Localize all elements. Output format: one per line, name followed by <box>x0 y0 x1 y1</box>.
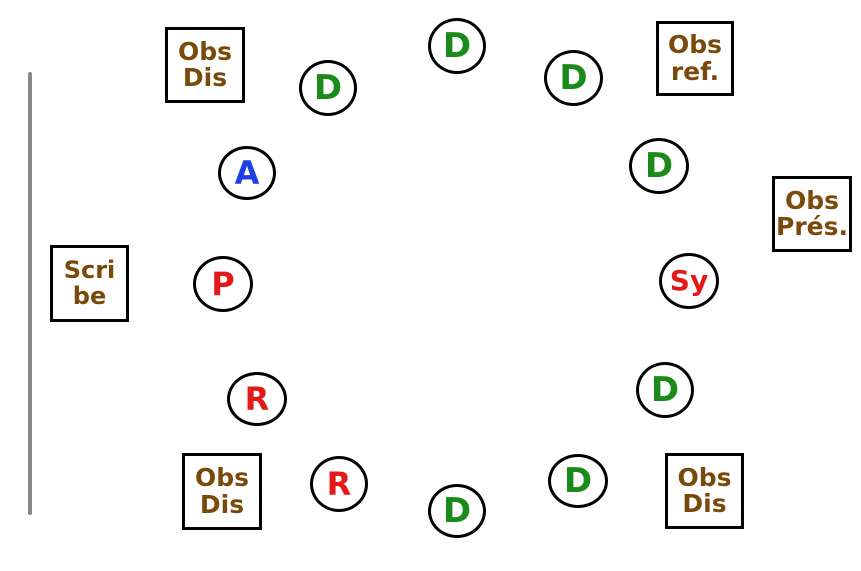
participant-label: P <box>211 265 235 303</box>
participant-r-bottom: R <box>310 456 368 512</box>
participant-label: D <box>563 461 593 501</box>
observer-line-2: Dis <box>682 489 727 518</box>
participant-d-right-2: D <box>636 362 694 418</box>
participant-a: A <box>218 146 276 200</box>
observer-line-1: Obs <box>177 36 233 66</box>
observer-line-1: Obs <box>784 185 840 215</box>
participant-label: R <box>326 465 352 503</box>
observer-box-obs-ref: Obs ref. <box>656 21 734 96</box>
participant-d-top: D <box>428 18 486 74</box>
participant-label: R <box>244 380 270 418</box>
observer-line-2: Dis <box>182 63 228 92</box>
participant-d-upper-right: D <box>544 50 603 106</box>
observer-line-1: Obs <box>667 30 723 60</box>
observer-box-obs-dis-top-left: Obs Dis <box>165 27 245 103</box>
participant-label: Sy <box>669 264 709 297</box>
participant-label: D <box>313 68 343 108</box>
observer-line-2: be <box>72 281 107 310</box>
participant-p: P <box>193 256 253 312</box>
participant-d-bottom: D <box>428 484 486 538</box>
participant-label: D <box>559 58 588 98</box>
observer-box-obs-dis-bottom-left: Obs Dis <box>182 453 262 530</box>
observer-line-1: Scri <box>63 256 116 285</box>
participant-label: D <box>442 491 472 531</box>
participant-r-left: R <box>227 372 287 426</box>
observer-box-obs-dis-bottom-right: Obs Dis <box>665 453 744 529</box>
board-line <box>28 72 32 515</box>
participant-label: D <box>442 26 472 66</box>
participant-d-right-1: D <box>629 138 689 194</box>
observer-line-2: ref. <box>670 56 720 86</box>
observer-line-1: Obs <box>194 463 250 493</box>
participant-label: A <box>234 154 260 192</box>
observer-line-2: Dis <box>199 489 245 519</box>
observer-line-1: Obs <box>677 462 732 492</box>
observer-box-scribe: Scri be <box>50 245 129 322</box>
participant-label: D <box>644 146 674 186</box>
participant-d-upper-left: D <box>299 60 357 116</box>
participant-label: D <box>650 370 680 410</box>
observer-line-2: Prés. <box>776 212 848 241</box>
observer-box-obs-pres: Obs Prés. <box>772 176 852 252</box>
participant-d-bottom-right: D <box>548 454 608 508</box>
participant-sy: Sy <box>659 253 719 309</box>
